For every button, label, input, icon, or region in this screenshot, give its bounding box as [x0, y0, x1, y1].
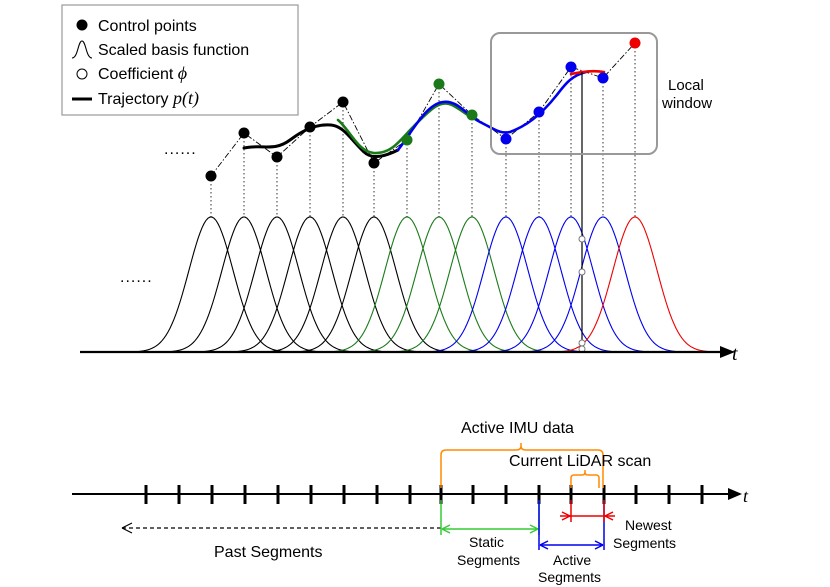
- basis-function-curve: [527, 216, 679, 353]
- legend-trajectory: Trajectory p(t): [98, 88, 199, 109]
- static-segments-label-1: Static: [469, 534, 504, 550]
- basis-function-curve: [267, 216, 419, 353]
- legend-basis: Scaled basis function: [98, 42, 249, 59]
- active-imu-label: Active IMU data: [461, 420, 574, 437]
- basis-function-curve: [495, 216, 647, 353]
- past-segments-arrowhead: [121, 522, 133, 534]
- trajectory-curve: [242, 69, 606, 158]
- coefficient-marker: [578, 268, 586, 276]
- basis-function-curve: [168, 216, 320, 353]
- past-segments-label: Past Segments: [214, 544, 323, 561]
- legend-coefficient-icon: [76, 68, 88, 80]
- basis-function-curve: [135, 216, 287, 353]
- control-polygon: [210, 42, 636, 177]
- trajectory-segment-past: [242, 123, 400, 158]
- local-window-box: [490, 32, 658, 155]
- control-point: [205, 170, 217, 182]
- basis-function-curve: [396, 216, 548, 353]
- control-point: [238, 127, 250, 139]
- time-axis-arrowhead: [720, 346, 735, 358]
- control-point: [500, 133, 512, 145]
- legend-coefficient: Coefficient ϕ: [98, 63, 187, 83]
- current-lidar-label: Current LiDAR scan: [509, 453, 651, 470]
- control-point: [271, 151, 283, 163]
- basis-function-curve: [234, 216, 386, 353]
- ellipsis-top: ......: [164, 141, 197, 158]
- trajectory-segment-newest: [569, 69, 606, 76]
- basis-functions: [135, 216, 711, 353]
- newest-segments-label-1: Newest: [625, 517, 672, 533]
- legend-control-point-icon: [76, 19, 88, 31]
- control-point: [304, 121, 316, 133]
- time-axis-label: t: [732, 343, 738, 365]
- trajectory-segment-static: [336, 102, 480, 155]
- control-point: [337, 96, 349, 108]
- current-lidar-bracket: [570, 470, 600, 488]
- coefficient-marker: [578, 235, 586, 243]
- trajectory-segment-active: [396, 70, 588, 152]
- basis-function-curve: [298, 216, 450, 353]
- control-point: [433, 78, 445, 90]
- active-segments-label-1: Active: [553, 552, 591, 568]
- active-segments-label-2: Segments: [538, 569, 601, 585]
- control-point: [368, 157, 380, 169]
- static-segments-label-2: Segments: [457, 552, 520, 568]
- timeline-axis-label: t: [743, 486, 749, 506]
- guide-lines: [210, 43, 636, 217]
- basis-function-curve: [331, 216, 483, 353]
- legend-box: [61, 4, 299, 116]
- static-segments-arrowheads: [441, 524, 539, 534]
- local-window-label-1: Local: [668, 77, 704, 94]
- control-point: [565, 61, 577, 73]
- timeline-arrowhead: [728, 488, 742, 500]
- basis-function-curve: [463, 216, 615, 353]
- coefficient-markers: [578, 235, 586, 353]
- control-point: [533, 106, 545, 118]
- legend: Control points Scaled basis function Coe…: [61, 4, 299, 116]
- newest-segments-arrowheads: [561, 511, 614, 521]
- control-polygon-line: [210, 42, 636, 177]
- basis-function-curve: [430, 216, 582, 353]
- control-point: [466, 109, 478, 121]
- control-point: [629, 37, 641, 49]
- control-points: [205, 37, 641, 182]
- active-segments-arrowheads: [539, 540, 604, 550]
- legend-control-points: Control points: [98, 18, 197, 35]
- active-imu-bracket: [440, 443, 604, 488]
- control-point: [401, 134, 413, 146]
- coefficient-marker: [578, 339, 586, 347]
- ellipsis-mid: ......: [120, 269, 153, 286]
- legend-basis-icon: [71, 40, 93, 59]
- local-window-label-2: window: [661, 95, 712, 112]
- basis-function-curve: [201, 216, 353, 353]
- newest-segments-label-2: Segments: [613, 535, 676, 551]
- control-point: [597, 72, 609, 84]
